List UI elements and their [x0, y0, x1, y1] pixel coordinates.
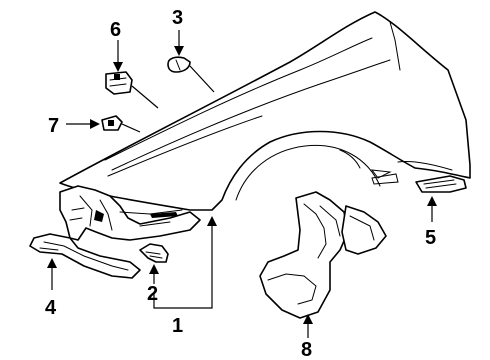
part-6-retainer	[105, 71, 133, 95]
callout-5: 5	[425, 227, 436, 249]
part-5-side-marker	[371, 173, 467, 193]
part-8-fender-liner	[259, 191, 387, 319]
part-4-brace	[29, 233, 141, 279]
callout-7: 7	[48, 115, 59, 137]
leaders	[47, 30, 437, 338]
callout-4: 4	[45, 297, 57, 319]
callout-8: 8	[301, 339, 312, 360]
part-2-bracket	[139, 243, 169, 263]
callout-1: 1	[172, 315, 183, 337]
callout-3: 3	[172, 7, 183, 29]
callout-2: 2	[147, 283, 158, 305]
callout-6: 6	[110, 19, 121, 41]
part-3-clip	[167, 56, 191, 73]
front-apron-bracket	[59, 185, 201, 241]
part-7-clip	[101, 115, 123, 131]
fender-panel	[59, 11, 471, 211]
